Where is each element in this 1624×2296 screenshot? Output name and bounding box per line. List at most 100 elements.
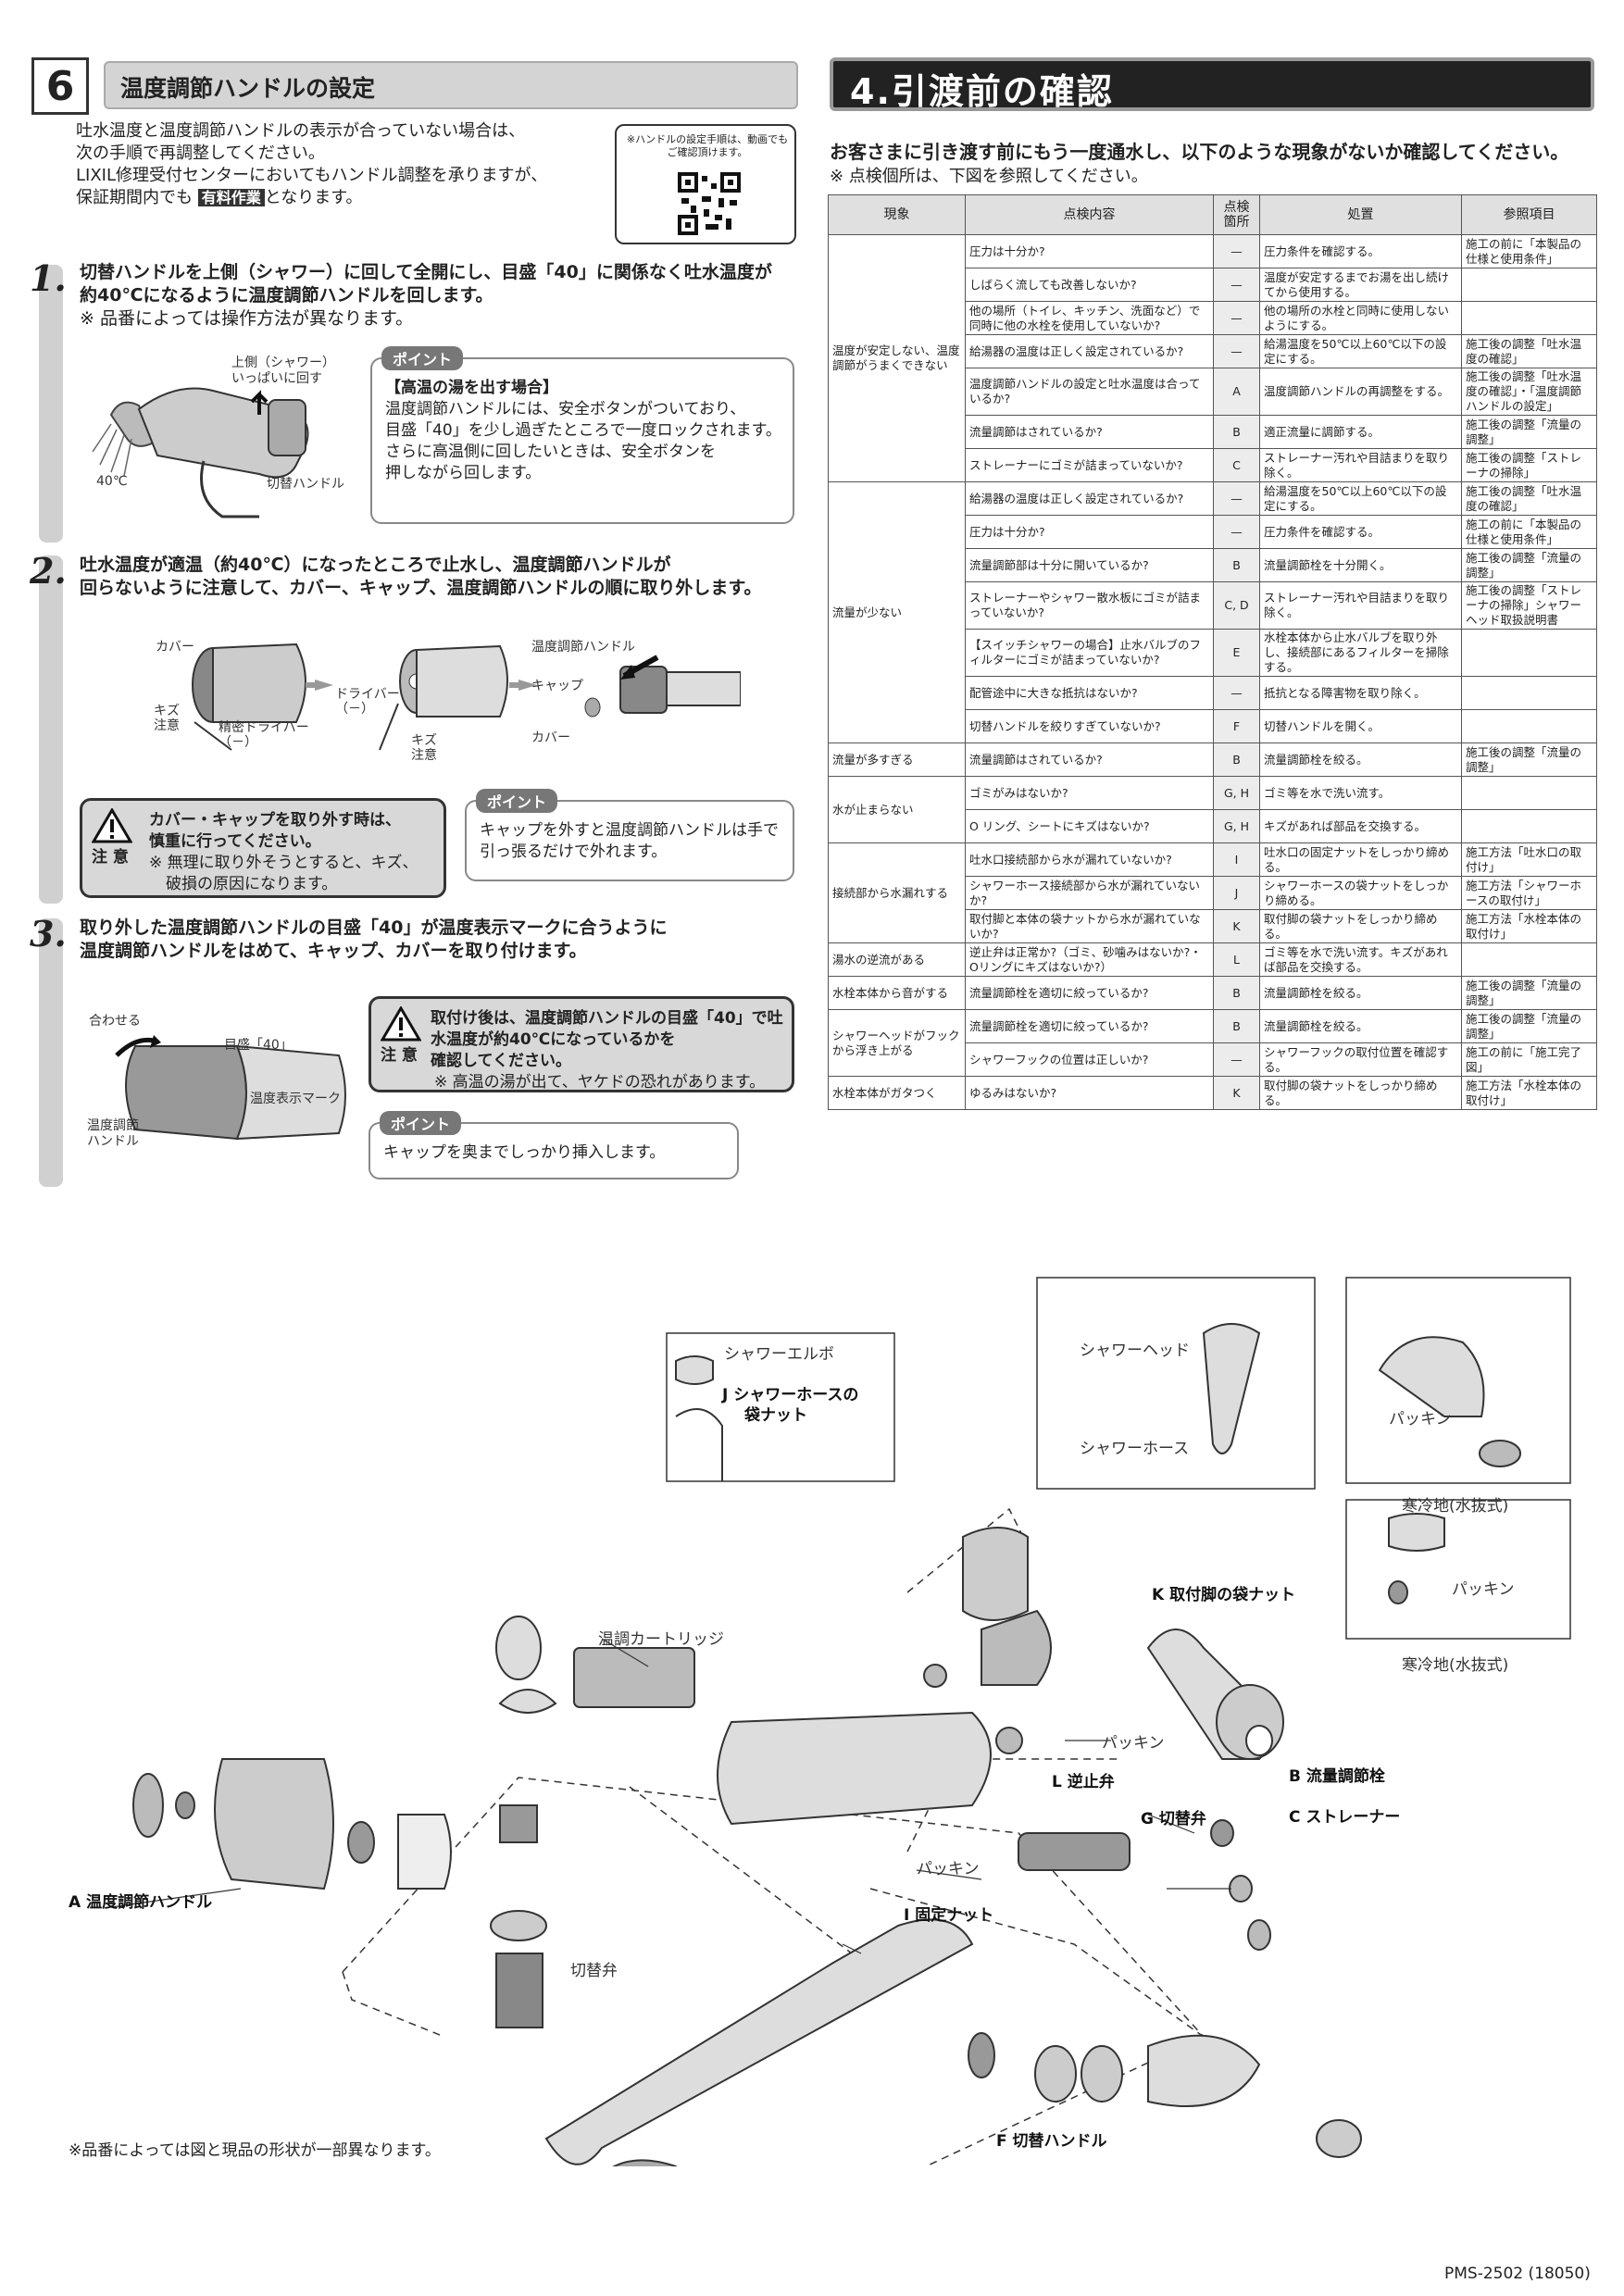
step2-text: 吐水温度が適温（約40℃）になったところで止水し、温度調節ハンドルが 回らないよ… (80, 554, 820, 600)
phenomenon-cell: 湯水の逆流がある (828, 942, 966, 977)
caution-note: 破損の原因になります。 (166, 875, 338, 893)
location-cell: B (1213, 742, 1260, 777)
warning-icon (92, 808, 132, 843)
header-location: 点検箇所 (1213, 194, 1260, 235)
location-cell: — (1213, 334, 1260, 368)
step1-note: ※ 品番によっては操作方法が異なります。 (80, 308, 414, 329)
check-cell: シャワーホース接続部から水が漏れていないか? (965, 876, 1214, 910)
caution-label: 注 意 (92, 848, 129, 867)
action-cell: 圧力条件を確認する。 (1259, 515, 1462, 549)
location-cell: L (1213, 942, 1260, 977)
reference-cell: 施工後の調整「流量の調整」 (1461, 742, 1597, 777)
c-strainer-label: C ストレーナー (1289, 1808, 1401, 1827)
reference-cell (1461, 709, 1597, 743)
check-cell: 吐水口接続部から水が漏れていないか? (965, 842, 1214, 877)
packing3-label: パッキン (1102, 1734, 1165, 1753)
check-cell: 流量調節栓を適切に絞っているか? (965, 976, 1214, 1010)
intro-text: 保証期間内でも (76, 188, 193, 207)
point-line: さらに高温側に回したいときは、安全ボタンを (385, 443, 716, 461)
check-cell: 給湯器の温度は正しく設定されているか? (965, 334, 1214, 368)
fig-label: ハンドル (87, 1134, 139, 1149)
table-row: シャワーフックの位置は正しいか?—シャワーフックの取付位置を確認する。施工の前に… (829, 1042, 1597, 1077)
reference-cell (1461, 676, 1597, 710)
reference-cell: 施工後の調整「流量の調整」 (1461, 415, 1597, 449)
point-line: 目盛「40」を少し過ぎたところで一度ロックされます。 (385, 421, 781, 440)
point-title: 【高温の湯を出す場合】 (385, 379, 558, 397)
location-cell: I (1213, 842, 1260, 877)
table-body: 温度が安定しない、温度調節がうまくできない圧力は十分か?—圧力条件を確認する。施… (828, 234, 1597, 1110)
cold-region2-label: 寒冷地(水抜式) (1402, 1656, 1509, 1675)
packing-label: パッキン (1389, 1410, 1452, 1429)
step2-point-box: ポイント キャップを外すと温度調節ハンドルは手で 引っ張るだけで外れます。 (465, 789, 794, 881)
action-cell: ストレーナー汚れや目詰まりを取り除く。 (1259, 448, 1462, 482)
reference-cell (1461, 776, 1597, 810)
phenomenon-cell: 流量が少ない (828, 481, 966, 743)
step2-driver-label: 精密ドライバー （－） (219, 720, 309, 750)
reference-cell: 施工後の調整「流量の調整」 (1461, 976, 1597, 1010)
point-body: 【高温の湯を出す場合】 温度調節ハンドルには、安全ボタンがついており、 目盛「4… (385, 378, 781, 484)
check-cell: O リング、シートにキズはないか? (965, 809, 1214, 843)
reference-cell (1461, 629, 1597, 677)
fig-label: 温度調節 (87, 1118, 139, 1133)
location-cell: G, H (1213, 809, 1260, 843)
location-cell: B (1213, 548, 1260, 582)
check-cell: 取付脚と本体の袋ナットから水が漏れていないか? (965, 909, 1214, 943)
step3-handle-label: 温度調節 ハンドル (87, 1118, 139, 1150)
document-number: PMS-2502 (18050) (1444, 2265, 1591, 2283)
table-header-row: 現象 点検内容 点検箇所 処置 参照項目 (828, 194, 1597, 235)
action-cell: 流量調節栓を絞る。 (1259, 1009, 1462, 1043)
location-cell: — (1213, 1042, 1260, 1077)
table-row: 湯水の逆流がある逆止弁は正常か?（ゴミ、砂噛みはないか?・Oリングにキズはないか… (828, 942, 1597, 977)
step2-figure (192, 643, 741, 751)
action-cell: 取付脚の袋ナットをしっかり締める。 (1259, 1076, 1462, 1110)
point-body: キャップを奥までしっかり挿入します。 (383, 1142, 665, 1164)
phenomenon-cell: 温度が安定しない、温度調節がうまくできない (828, 234, 966, 482)
step2-caution-box: 注 意 カバー・キャップを取り外す時は、 慎重に行ってください。 ※ 無理に取り… (80, 798, 446, 898)
step2-driver2-label: ドライバー （－） (335, 687, 400, 717)
action-cell: 抵抗となる障害物を取り除く。 (1259, 676, 1462, 710)
step1-fig-label: 上側（シャワー） いっぱいに回す (231, 356, 335, 387)
check-cell: 他の場所（トイレ、キッチン、洗面など）で同時に他の水栓を使用していないか? (965, 301, 1214, 335)
action-cell: 給湯温度を50℃以上60℃以下の設定にする。 (1259, 334, 1462, 368)
step2-cover-label: カバー (156, 640, 194, 655)
header-phenomenon: 現象 (828, 194, 966, 235)
cold-region-label: 寒冷地(水抜式) (1402, 1497, 1509, 1516)
section4-lead: お客さまに引き渡す前にもう一度通水し、以下のような現象がないか確認してください。 (830, 141, 1569, 163)
reference-cell (1461, 809, 1597, 843)
table-row: 他の場所（トイレ、キッチン、洗面など）で同時に他の水栓を使用していないか?—他の… (829, 301, 1597, 335)
action-cell: キズがあれば部品を交換する。 (1259, 809, 1462, 843)
location-cell: — (1213, 268, 1260, 302)
action-cell: 吐水口の固定ナットをしっかり締める。 (1259, 842, 1462, 877)
action-cell: 流量調節栓を絞る。 (1259, 976, 1462, 1010)
location-cell: C, D (1213, 581, 1260, 630)
step1-line: 切替ハンドルを上側（シャワー）に回して全開にし、目盛「40」に関係なく吐水温度が (80, 262, 772, 282)
fig-label: ドライバー (335, 687, 400, 702)
action-cell: 適正流量に調節する。 (1259, 415, 1462, 449)
action-cell: ゴミ等を水で洗い流す。 (1259, 776, 1462, 810)
label-line: J シャワーホースの (722, 1386, 859, 1404)
action-cell: ゴミ等を水で洗い流す。キズがあれば部品を交換する。 (1259, 942, 1462, 977)
step3-align-label: 合わせる (89, 1014, 141, 1029)
point-tag: ポイント (476, 789, 558, 813)
step3-text: 取り外した温度調節ハンドルの目盛「40」が温度表示マークに合うように 温度調節ハ… (80, 917, 820, 963)
action-cell: 給湯温度を50℃以上60℃以下の設定にする。 (1259, 481, 1462, 516)
fig-label: いっぱいに回す (231, 371, 322, 386)
action-cell: 温度調節ハンドルの再調整をする。 (1259, 368, 1462, 416)
table-row: しばらく流しても改善しないか?—温度が安定するまでお湯を出し続けてから使用する。 (829, 268, 1597, 302)
check-cell: 流量調節はされているか? (965, 415, 1214, 449)
point-tag: ポイント (380, 1111, 462, 1135)
step2-number: 2. (30, 550, 67, 592)
cartridge-label: 温調カートリッジ (598, 1630, 724, 1649)
check-cell: ストレーナーやシャワー散水板にゴミが詰まっていないか? (965, 581, 1214, 630)
location-cell: — (1213, 676, 1260, 710)
location-cell: — (1213, 234, 1260, 268)
shower-elbow-label: シャワーエルボ (724, 1345, 834, 1364)
reference-cell: 施工の前に「施工完了図」 (1461, 1042, 1597, 1077)
step3-number: 3. (30, 913, 67, 955)
step3-scale-label: 目盛「40」 (224, 1038, 293, 1053)
